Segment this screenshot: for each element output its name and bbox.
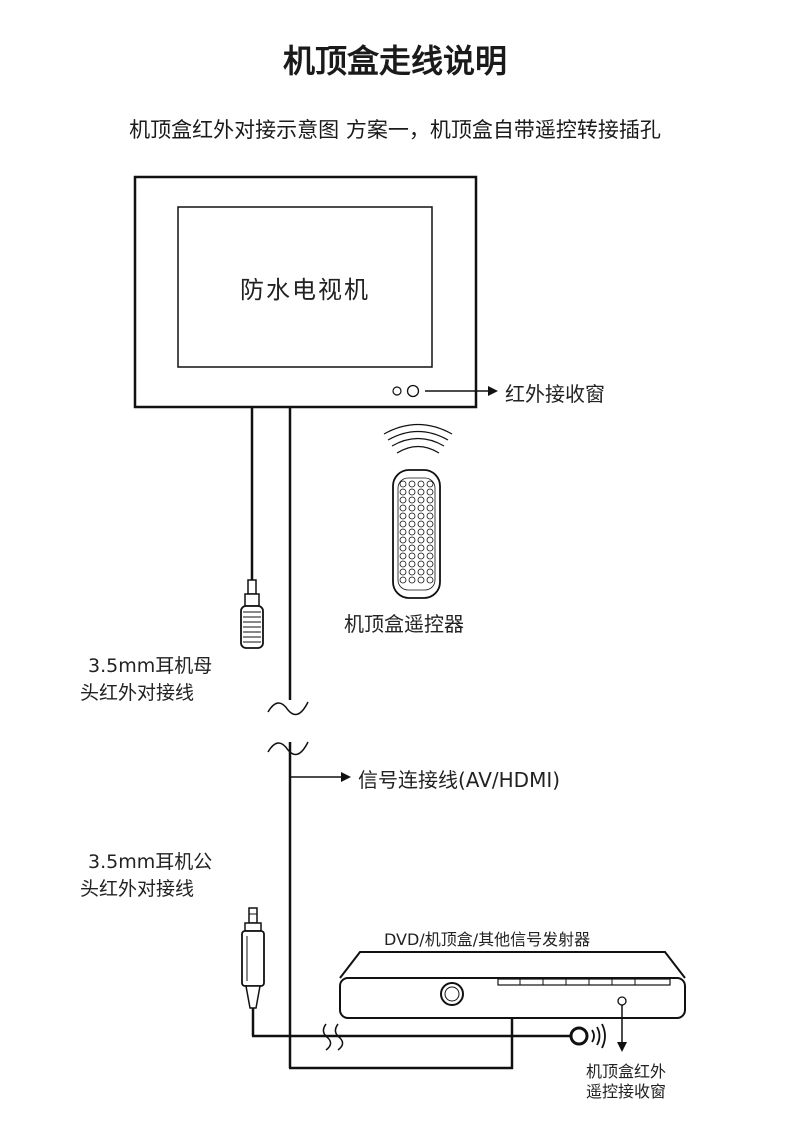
- remote-key: [417, 560, 425, 568]
- male-ir-cable: [251, 1008, 570, 1038]
- stb-ir-window-label-line1: 机顶盒红外: [586, 1062, 667, 1081]
- remote-key: [426, 528, 434, 536]
- remote-control: [383, 424, 453, 599]
- male-cable-label-line2: 头红外对接线: [80, 878, 195, 900]
- remote-key: [399, 552, 407, 560]
- tv-set: [133, 175, 478, 409]
- remote-key: [399, 496, 407, 504]
- remote-key: [426, 480, 434, 488]
- tv-screen: [177, 206, 433, 368]
- tv-ir-sensor-small: [392, 386, 402, 396]
- tv-label: 防水电视机: [240, 276, 370, 304]
- remote-key: [417, 488, 425, 496]
- remote-key: [399, 544, 407, 552]
- remote-key: [417, 576, 425, 584]
- remote-key: [426, 576, 434, 584]
- tv-ir-sensor: [406, 384, 420, 398]
- remote-key: [408, 480, 416, 488]
- signal-cable-label: 信号连接线(AV/HDMI): [358, 768, 561, 792]
- remote-key: [399, 528, 407, 536]
- female-jack-connector: [240, 579, 264, 649]
- female-cable-label-line1: 3.5mm耳机母: [88, 655, 213, 677]
- remote-key: [399, 480, 407, 488]
- remote-key: [408, 544, 416, 552]
- remote-key: [399, 560, 407, 568]
- remote-key: [408, 504, 416, 512]
- remote-key: [426, 512, 434, 520]
- remote-key: [399, 512, 407, 520]
- remote-key: [408, 560, 416, 568]
- signal-arrow: [290, 772, 351, 782]
- remote-key: [417, 536, 425, 544]
- male-jack-plug: [241, 907, 265, 1009]
- remote-key: [426, 504, 434, 512]
- remote-key: [417, 544, 425, 552]
- cable-break-top: [267, 701, 309, 716]
- ir-emitter: [569, 1023, 606, 1049]
- set-top-box: [339, 951, 686, 1019]
- stb-ir-sensor: [617, 996, 627, 1006]
- ir-window-arrow: [425, 386, 498, 396]
- remote-key: [426, 520, 434, 528]
- diagram-subtitle: 机顶盒红外对接示意图 方案一，机顶盒自带遥控转接插孔: [129, 118, 661, 142]
- remote-key: [408, 512, 416, 520]
- remote-key: [417, 552, 425, 560]
- remote-key: [408, 496, 416, 504]
- page-title: 机顶盒走线说明: [282, 42, 507, 80]
- remote-key: [426, 544, 434, 552]
- remote-key: [426, 488, 434, 496]
- stb-power-knob: [440, 982, 464, 1006]
- remote-key: [417, 520, 425, 528]
- remote-key: [417, 504, 425, 512]
- remote-key: [399, 520, 407, 528]
- remote-key: [399, 488, 407, 496]
- stb-ir-arrow: [617, 1005, 627, 1052]
- remote-key: [417, 512, 425, 520]
- remote-key: [408, 576, 416, 584]
- ir-window-label: 红外接收窗: [505, 382, 605, 406]
- remote-key: [408, 568, 416, 576]
- remote-key: [426, 568, 434, 576]
- remote-key: [399, 536, 407, 544]
- remote-key: [417, 496, 425, 504]
- signal-cable-lower: [288, 742, 514, 1070]
- remote-key: [399, 576, 407, 584]
- remote-key: [408, 520, 416, 528]
- remote-key: [399, 568, 407, 576]
- remote-key: [426, 536, 434, 544]
- remote-key: [426, 496, 434, 504]
- remote-key: [426, 552, 434, 560]
- remote-key: [408, 536, 416, 544]
- female-cable-label-line2: 头红外对接线: [80, 682, 195, 704]
- male-cable-label-line1: 3.5mm耳机公: [88, 851, 213, 873]
- stb-ir-window-label-line2: 遥控接收窗: [586, 1082, 667, 1101]
- remote-key: [417, 480, 425, 488]
- remote-key: [408, 528, 416, 536]
- ir-cable-break-right: [334, 1023, 344, 1051]
- remote-key: [426, 560, 434, 568]
- cable-break-bottom: [267, 741, 309, 756]
- remote-key: [417, 568, 425, 576]
- remote-key: [399, 504, 407, 512]
- ir-cable-break-left: [322, 1023, 332, 1051]
- remote-key: [417, 528, 425, 536]
- remote-key: [408, 552, 416, 560]
- tv-cables: [250, 407, 292, 700]
- remote-key: [408, 488, 416, 496]
- set-top-box-label: DVD/机顶盒/其他信号发射器: [384, 930, 591, 949]
- remote-label: 机顶盒遥控器: [344, 612, 464, 636]
